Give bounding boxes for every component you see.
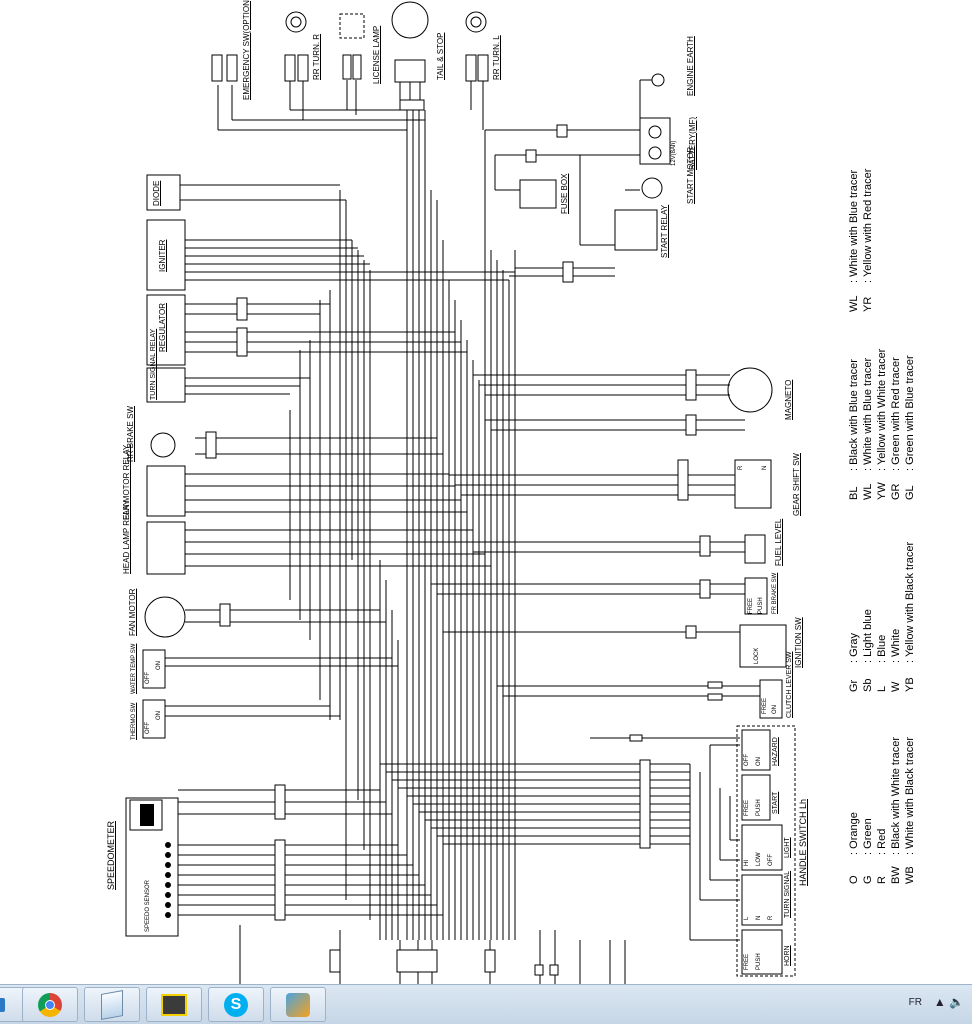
taskbar-app-notepad[interactable] bbox=[84, 987, 140, 1022]
legend-item: R : Red bbox=[876, 828, 888, 884]
legend-item: WB : White with Black tracer bbox=[904, 736, 916, 884]
igniter-label: IGNITER bbox=[158, 239, 167, 272]
horn-free: FREE bbox=[744, 953, 750, 970]
turn-signal-label: TURN SIGNAL bbox=[784, 870, 791, 918]
thermo-sw-label: THERMO SW bbox=[131, 702, 137, 740]
legend-item: WL : White with Blue tracer bbox=[848, 169, 860, 312]
tail-stop-label: TAIL & STOP bbox=[436, 32, 445, 80]
horn-push: PUSH bbox=[756, 953, 762, 970]
ignition-sw-label: IGNITION SW bbox=[794, 617, 803, 668]
legend-item: YB : Yellow with Black tracer bbox=[904, 541, 916, 692]
taskbar-app[interactable] bbox=[146, 987, 202, 1022]
legend-item: BL : Black with Blue tracer bbox=[848, 359, 860, 500]
magneto-label: MAGNETO bbox=[784, 379, 793, 420]
legend-item: GL : Green with Blue tracer bbox=[904, 355, 916, 500]
gear-r: R bbox=[738, 465, 744, 470]
clutch-lever-sw-label: CLUTCH LEVER SW bbox=[786, 651, 793, 718]
light-label: LIGHT bbox=[784, 837, 791, 858]
fr-brake-sw-label: FR BRAKE SW bbox=[772, 572, 778, 614]
language-indicator[interactable]: FR bbox=[908, 997, 922, 1008]
speedo-sensor-label: SPEEDO SENSOR bbox=[145, 879, 151, 932]
legend-item: YW : Yellow with White tracer bbox=[876, 348, 888, 500]
legend-item: Gr : Gray bbox=[848, 632, 860, 692]
legend-item: L : Blue bbox=[876, 634, 888, 692]
notepad-icon bbox=[101, 989, 123, 1020]
rr-turn-r-label: RR TURN. R bbox=[312, 33, 321, 80]
hazard-on: ON bbox=[756, 757, 762, 766]
light-low: LOW bbox=[756, 852, 762, 866]
app-icon bbox=[161, 993, 187, 1016]
turn-signal-relay-label: TURN SIGNAL RELAY bbox=[150, 328, 157, 400]
clutch-free: FREE bbox=[762, 697, 768, 714]
water-temp-on: ON bbox=[156, 661, 162, 670]
taskbar-app-skype[interactable]: S bbox=[208, 987, 264, 1022]
start-free: FREE bbox=[744, 799, 750, 816]
gear-n: N bbox=[762, 465, 768, 470]
start-button[interactable] bbox=[0, 987, 26, 1022]
legend-item: YR : Yellow with Red tracer bbox=[862, 168, 874, 312]
thermo-off: OFF bbox=[145, 722, 151, 734]
handle-switch-lh-label: HANDLE SWITCH Lh bbox=[798, 798, 808, 886]
taskbar-app-chrome[interactable] bbox=[22, 987, 78, 1022]
horn-label: HORN bbox=[784, 945, 791, 966]
legend-item: G : Green bbox=[862, 818, 874, 884]
ignition-lock: LOCK bbox=[754, 647, 760, 664]
engine-earth-label: ENGINE EARTH bbox=[686, 36, 695, 96]
emergency-sw-label: EMERGENCY SW(OPTION) bbox=[242, 0, 251, 100]
light-off: OFF bbox=[768, 854, 774, 866]
paint-icon bbox=[286, 992, 310, 1017]
clutch-on: ON bbox=[772, 705, 778, 714]
diode-label: DIODE bbox=[152, 180, 161, 206]
taskbar: S FR ▲ 🔈 bbox=[0, 984, 972, 1024]
rr-turn-l-label: RR TURN. L bbox=[492, 35, 501, 80]
fuse-box-label: FUSE BOX bbox=[560, 173, 569, 214]
fr-brake-free: FREE bbox=[748, 597, 754, 614]
skype-icon: S bbox=[224, 992, 248, 1017]
light-hi: HI bbox=[744, 860, 750, 866]
legend-item: GR : Green with Red tracer bbox=[890, 357, 902, 500]
hazard-off: OFF bbox=[744, 754, 750, 766]
battery-rating: 12V(8Ah) bbox=[671, 140, 677, 166]
turn-n: N bbox=[756, 915, 762, 920]
gear-shift-sw-label: GEAR SHIFT SW bbox=[792, 453, 801, 516]
taskbar-app-paint[interactable] bbox=[270, 987, 326, 1022]
hazard-label: HAZARD bbox=[772, 737, 779, 766]
start-relay-label: START RELAY bbox=[660, 204, 669, 258]
legend-item: WL : White with Blue tracer bbox=[862, 357, 874, 500]
regulator-label: REGULATOR bbox=[158, 302, 167, 352]
legend-item: Sb : Light blue bbox=[862, 609, 874, 692]
water-temp-off: OFF bbox=[145, 672, 151, 684]
windows-icon bbox=[0, 997, 5, 1012]
water-temp-sw-label: WATER TEMP SW bbox=[131, 643, 137, 694]
system-tray[interactable]: ▲ 🔈 bbox=[933, 995, 964, 1009]
legend-item: O : Orange bbox=[848, 812, 860, 884]
fan-motor-label: FAN MOTOR bbox=[128, 588, 137, 636]
chrome-icon bbox=[38, 992, 62, 1017]
fr-brake-push: PUSH bbox=[758, 597, 764, 614]
legend-item: W : White bbox=[890, 628, 902, 692]
legend-item: BW : Black with White tracer bbox=[890, 736, 902, 884]
license-lamp-label: LICENSE LAMP bbox=[372, 25, 381, 84]
fuel-level-label: FUEL LEVEL bbox=[774, 518, 783, 566]
thermo-on: ON bbox=[156, 711, 162, 720]
turn-r: R bbox=[768, 915, 774, 920]
start-push: PUSH bbox=[756, 799, 762, 816]
turn-l: L bbox=[744, 916, 750, 920]
start-motor-label: START MOTOR bbox=[686, 146, 695, 204]
speedometer-label: SPEEDOMETER bbox=[106, 820, 116, 890]
wiring-diagram bbox=[125, 1, 796, 984]
head-lamp-relay-label: HEAD LAMP RELAY bbox=[122, 500, 131, 574]
start-label: START bbox=[772, 791, 779, 814]
